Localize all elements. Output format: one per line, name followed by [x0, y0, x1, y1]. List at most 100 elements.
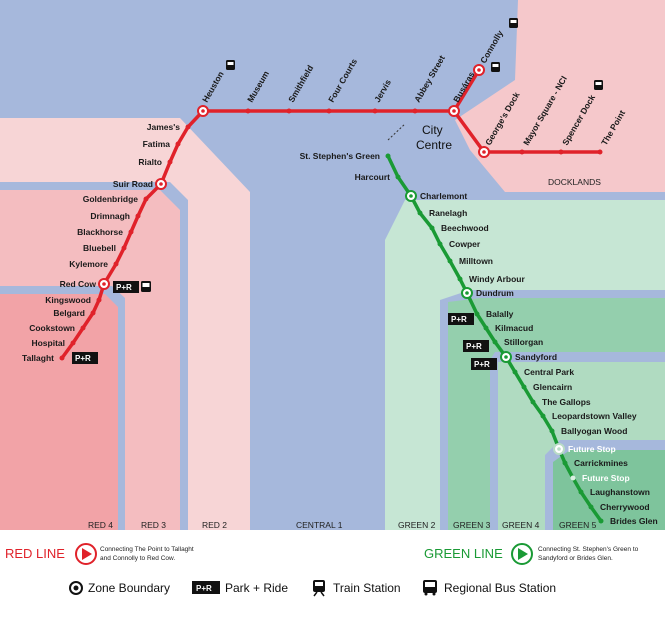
station-label-green-the-gallops-15: The Gallops [542, 397, 591, 407]
station-red-james-s-14[interactable] [185, 124, 191, 130]
station-green-leopardstown-valley-16[interactable] [540, 413, 546, 419]
station-green-cherrywood-22[interactable] [588, 504, 594, 510]
station-label-red-blackhorse-8: Blackhorse [77, 227, 123, 237]
station-red-bluebell-7[interactable] [121, 245, 127, 251]
station-label-green-stillorgan-11: Stillorgan [504, 337, 543, 347]
station-green-brides-glen-23[interactable] [598, 518, 604, 524]
station-red-rialto-12[interactable] [167, 159, 173, 165]
station-label-green-st-stephen-s-green-0: St. Stephen's Green [300, 151, 380, 161]
station-green-windy-arbour-7[interactable] [457, 276, 463, 282]
station-label-red-suir-road-11: Suir Road [113, 179, 153, 189]
station-label-red-goldenbridge-10: Goldenbridge [83, 194, 139, 204]
legend-green-line-desc-2: Sandyford or Brides Glen. [538, 555, 613, 562]
station-dot-green-charlemont-2 [409, 194, 413, 198]
zone-label-red2: RED 2 [202, 520, 227, 530]
zone-label-central1: CENTRAL 1 [296, 520, 343, 530]
legend-green-line-desc-1: Connecting St. Stephen's Green to [538, 546, 639, 553]
station-label-green-leopardstown-valley-16: Leopardstown Valley [552, 411, 637, 421]
station-label-green-future-stop-20: Future Stop [582, 473, 630, 483]
station-red-goldenbridge-10[interactable] [143, 196, 149, 202]
park-ride-badge-stillorgan [463, 340, 489, 352]
city-centre-label-2: Centre [416, 138, 452, 152]
station-red-fatima-13[interactable] [175, 141, 181, 147]
station-red-mayor-square-nci-24[interactable] [519, 149, 525, 155]
station-red-abbey-street-20[interactable] [412, 108, 418, 114]
station-green-beechwood-4[interactable] [429, 225, 435, 231]
green5-zone-area [553, 450, 665, 530]
station-label-green-cherrywood-22: Cherrywood [600, 502, 650, 512]
station-label-red-hospital-1: Hospital [31, 338, 65, 348]
zone-backgrounds [0, 0, 665, 530]
park-ride-badge-text-stillorgan: P+R [466, 342, 482, 351]
station-green-stillorgan-11[interactable] [492, 339, 498, 345]
green4-zone-area [498, 362, 665, 530]
station-dot-green-sandyford-12 [504, 355, 508, 359]
legend-red-line-desc-1: Connecting The Point to Tallaght [100, 546, 194, 553]
legend-zone-boundary: Zone Boundary [88, 581, 170, 595]
station-label-red-drimnagh-9: Drimnagh [90, 211, 130, 221]
station-green-laughanstown-21[interactable] [578, 489, 584, 495]
station-red-museum-16[interactable] [245, 108, 251, 114]
station-green-glencairn-14[interactable] [521, 384, 527, 390]
station-green-future-stop-20[interactable] [570, 475, 576, 481]
station-red-the-point-26[interactable] [597, 149, 603, 155]
park-ride-badge-text-balally: P+R [451, 315, 467, 324]
bus-icon-red-cow-window [142, 283, 150, 287]
station-green-harcourt-1[interactable] [395, 174, 401, 180]
station-red-hospital-1[interactable] [70, 340, 76, 346]
station-green-ranelagh-3[interactable] [417, 210, 423, 216]
station-dot-red-connolly-22 [477, 68, 481, 72]
station-dot-red-suir-road-11 [159, 182, 163, 186]
station-green-carrickmines-19[interactable] [562, 460, 568, 466]
station-red-belgard-3[interactable] [90, 310, 96, 316]
red3-zone-area [0, 190, 180, 530]
bus-station-icon [423, 580, 437, 596]
station-label-green-future-stop-18: Future Stop [568, 444, 616, 454]
green2-zone-area [385, 200, 665, 530]
station-red-tallaght-0[interactable] [59, 355, 65, 361]
train-icon-window-spencer-dock [595, 82, 602, 85]
station-dot-red-bus-ras-21 [452, 109, 456, 113]
station-dot-green-future-stop-18 [557, 447, 561, 451]
station-green-ballyogan-wood-17[interactable] [549, 428, 555, 434]
station-label-red-fatima-13: Fatima [143, 139, 171, 149]
train-icon-window-heuston [227, 62, 234, 65]
docklands-zone-area [455, 0, 665, 192]
station-red-cookstown-2[interactable] [80, 325, 86, 331]
station-red-jervis-19[interactable] [372, 108, 378, 114]
station-green-st-stephen-s-green-0[interactable] [385, 153, 391, 159]
station-label-red-bluebell-7: Bluebell [83, 243, 116, 253]
zone-label-green5: GREEN 5 [559, 520, 597, 530]
station-green-balally-9[interactable] [474, 311, 480, 317]
legend-train-station: Train Station [333, 581, 401, 595]
station-label-green-sandyford-12: Sandyford [515, 352, 557, 362]
station-red-four-courts-18[interactable] [326, 108, 332, 114]
station-dot-red-red-cow-5 [102, 282, 106, 286]
park-ride-badge-balally [448, 313, 474, 325]
station-green-cowper-5[interactable] [437, 241, 443, 247]
station-label-red-james-s-14: James's [147, 122, 180, 132]
station-red-smithfield-17[interactable] [286, 108, 292, 114]
station-green-central-park-13[interactable] [512, 369, 518, 375]
bus-icon-busaras-window [492, 64, 499, 67]
legend-green-line-title: GREEN LINE [424, 546, 503, 561]
station-label-green-central-park-13: Central Park [524, 367, 574, 377]
station-green-milltown-6[interactable] [447, 258, 453, 264]
station-label-green-balally-9: Balally [486, 309, 514, 319]
park-ride-badge-sandyford [471, 358, 497, 370]
station-label-green-harcourt-1: Harcourt [355, 172, 391, 182]
station-green-kilmacud-10[interactable] [483, 325, 489, 331]
station-label-green-carrickmines-19: Carrickmines [574, 458, 628, 468]
station-red-kylemore-6[interactable] [113, 261, 119, 267]
station-red-drimnagh-9[interactable] [135, 213, 141, 219]
station-red-kingswood-4[interactable] [96, 297, 102, 303]
station-red-spencer-dock-25[interactable] [558, 149, 564, 155]
red-line-connolly-branch [452, 69, 481, 112]
station-green-the-gallops-15[interactable] [530, 399, 536, 405]
station-label-red-kylemore-6: Kylemore [69, 259, 108, 269]
station-label-red-belgard-3: Belgard [53, 308, 85, 318]
park-ride-icon [192, 581, 220, 594]
zone-labels: RED 4 RED 3 RED 2 CENTRAL 1 GREEN 2 GREE… [88, 177, 601, 530]
station-red-blackhorse-8[interactable] [128, 229, 134, 235]
